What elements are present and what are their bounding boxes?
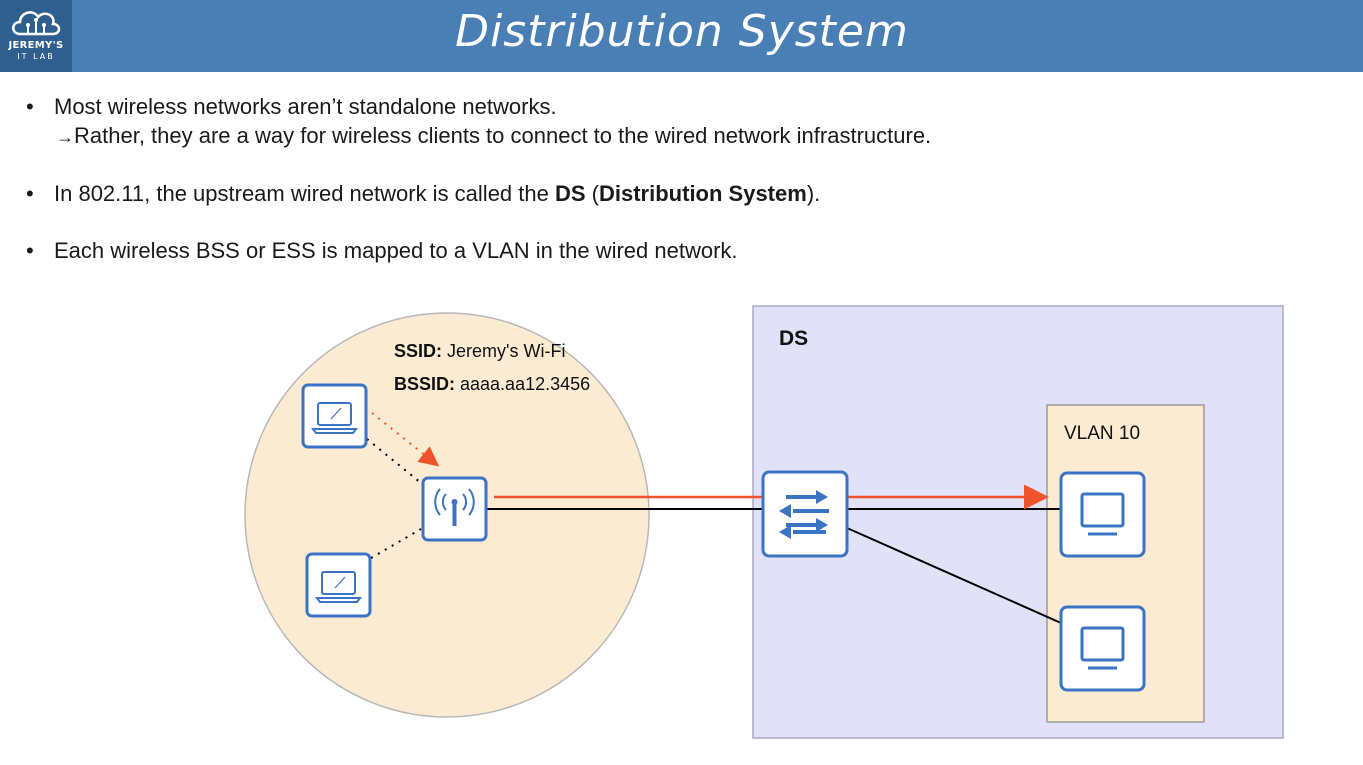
logo-subtext: IT LAB — [17, 52, 55, 61]
traffic-arrow-laptop-to-ap — [371, 412, 440, 467]
bullet-1-subtext: →Rather, they are a way for wireless cli… — [56, 123, 931, 149]
ssid-text: SSID: Jeremy's Wi-Fi — [394, 341, 565, 361]
bssid-text: BSSID: aaaa.aa12.3456 — [394, 374, 590, 394]
bullet-2-ds: DS — [554, 181, 586, 206]
arrow-right-icon: → — [56, 127, 74, 147]
pc-icon — [1059, 471, 1146, 558]
bullet-2-full: Distribution System — [599, 181, 807, 206]
cloud-circuit-icon — [12, 11, 61, 36]
bullet-marker: • — [26, 181, 34, 206]
switch-to-pc2-link — [846, 527, 1062, 624]
bssid-label: BSSID: — [394, 374, 455, 394]
ssid-value: Jeremy's Wi-Fi — [442, 341, 565, 361]
bullet-3-text: Each wireless BSS or ESS is mapped to a … — [54, 238, 738, 263]
access-point-icon — [421, 476, 488, 542]
laptop2-wireless-link — [370, 528, 422, 559]
bullet-2-open: ( — [585, 181, 599, 206]
bullet-2-close: ). — [806, 181, 821, 206]
bullet-marker: • — [26, 94, 34, 119]
vlan-label: VLAN 10 — [1064, 423, 1140, 444]
ssid-label: SSID: — [394, 341, 442, 361]
bullet-2-pre: In 802.11, the upstream wired network is… — [54, 181, 555, 206]
bssid-value: aaaa.aa12.3456 — [455, 374, 590, 394]
pc-icon — [1059, 605, 1146, 692]
laptop-icon — [305, 552, 372, 618]
bullet-2-text: In 802.11, the upstream wired network is… — [54, 181, 820, 207]
logo-text: JEREMY'S — [8, 40, 64, 51]
bullet-marker: • — [26, 238, 34, 263]
bullet-1-subtext-body: Rather, they are a way for wireless clie… — [74, 123, 932, 148]
logo: JEREMY'S IT LAB — [0, 0, 72, 72]
title-bar: JEREMY'S IT LAB Distribution System — [0, 0, 1363, 72]
page-title: Distribution System — [455, 6, 909, 57]
laptop-icon — [301, 383, 368, 449]
ds-label: DS — [779, 327, 808, 350]
switch-icon — [761, 470, 849, 558]
bullet-1-text: Most wireless networks aren’t standalone… — [54, 94, 557, 119]
